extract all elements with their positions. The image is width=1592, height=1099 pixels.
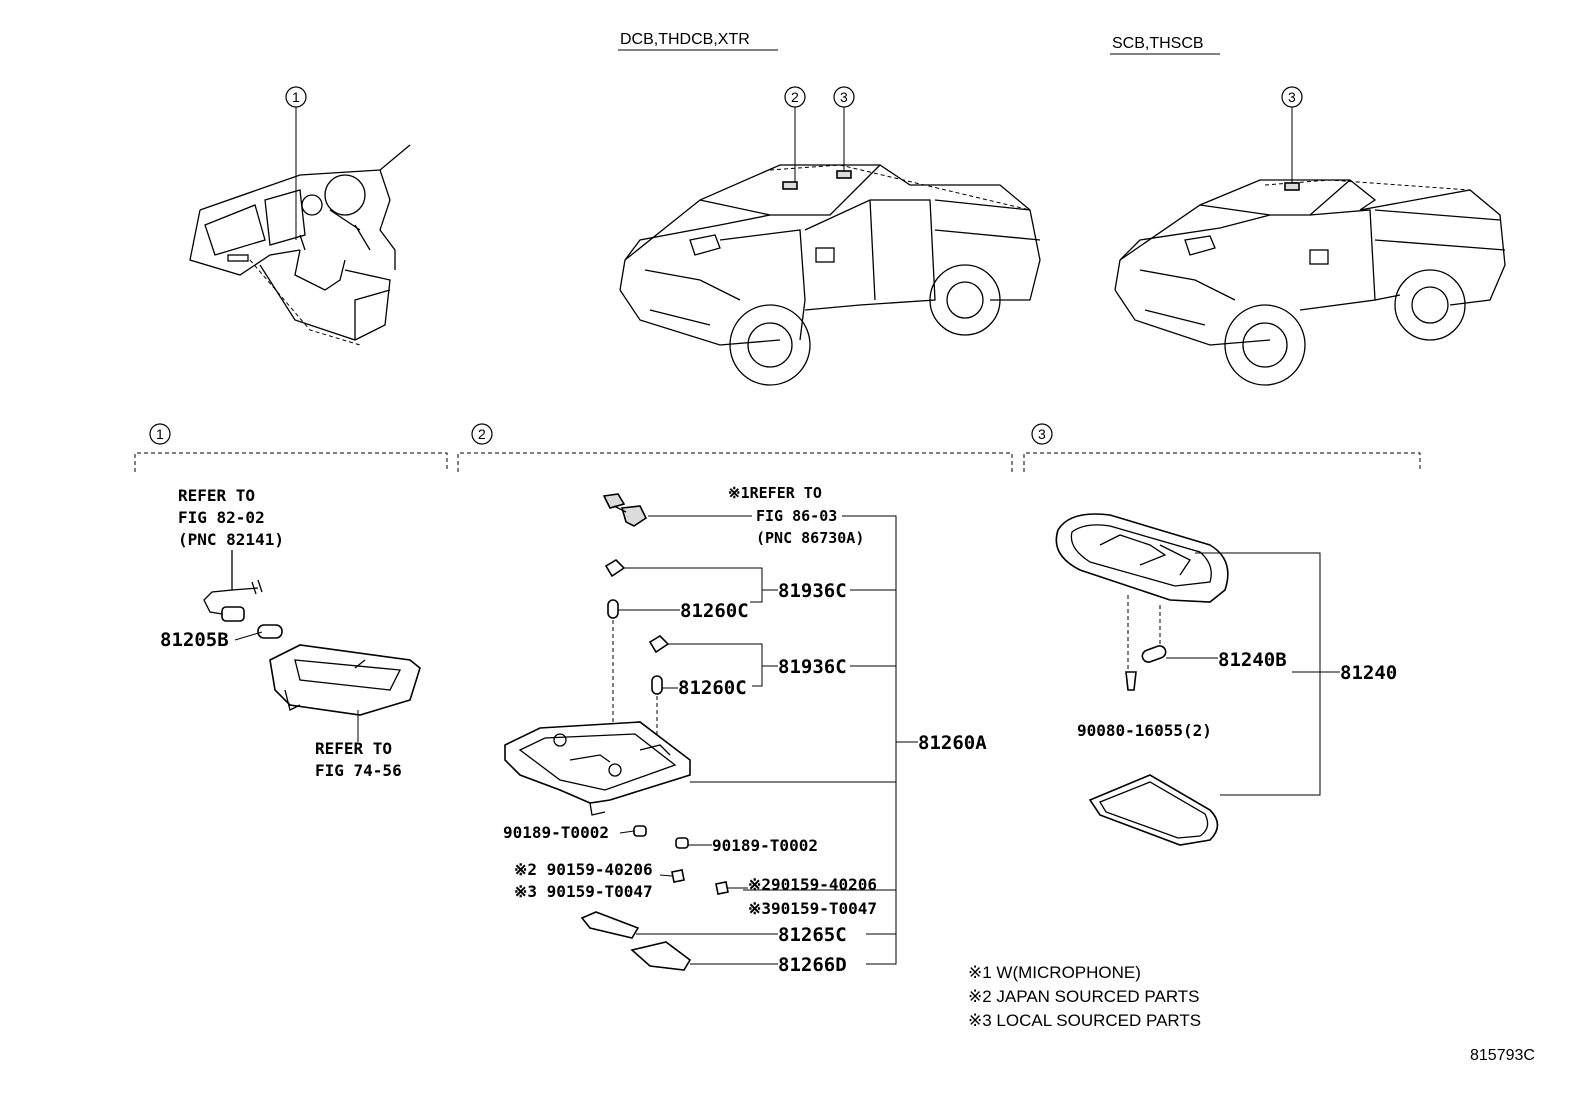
refer-fig-82-02-line2: FIG 82-02 [178,508,265,527]
refer-fig-74-56-line2: FIG 74-56 [315,761,402,780]
refer-fig-74-56-line1: REFER TO [315,739,392,758]
label-90159-40206-right[interactable]: ※290159-40206 [748,875,877,894]
label-90080-16055[interactable]: 90080-16055(2) [1077,721,1212,740]
screw-90159-right [715,881,729,895]
refer-fig-86-03-line1: ※1REFER TO [728,484,822,502]
label-90189-t0002-right[interactable]: 90189-T0002 [712,836,818,855]
section-1-marker [149,423,171,445]
section-3-marker [1031,423,1053,445]
lens-81240 [1088,774,1219,846]
lens-81266d [630,941,692,971]
header-dcb-thdcb-xtr: DCB,THDCB,XTR [620,31,750,48]
label-90159-t0047-right[interactable]: ※390159-T0047 [748,899,877,918]
note-3: ※3 LOCAL SOURCED PARTS [968,1011,1201,1030]
wire-socket [221,606,245,622]
bulb-81240b [1141,645,1167,663]
bulb-81260c-a [607,599,619,619]
screw-90159-left [671,869,685,883]
label-81260a[interactable]: 81260A [918,732,987,754]
refer-fig-86-03-line3: (PNC 86730A) [756,529,864,547]
header-scb-thscb: SCB,THSCB [1112,35,1204,52]
section-2-marker [471,423,493,445]
svg-text:2: 2 [791,89,799,105]
svg-text:3: 3 [1038,426,1046,442]
section-1-bracket [134,452,448,472]
label-81260c-b[interactable]: 81260C [678,677,747,699]
room-lamp-housing-81240 [1055,513,1229,603]
label-81260c-a[interactable]: 81260C [680,600,749,622]
figure-id: 815793C [1470,1047,1535,1064]
svg-text:1: 1 [292,89,300,105]
label-90189-t0002-left[interactable]: 90189-T0002 [503,823,609,842]
refer-fig-86-03-line2: FIG 86-03 [756,507,837,525]
section-3-bracket [1023,452,1421,472]
refer-fig-82-02-line3: (PNC 82141) [178,530,284,549]
lens-81936c-b [648,634,670,654]
note-1: ※1 W(MICROPHONE) [968,963,1141,982]
label-90159-40206-left[interactable]: ※2 90159-40206 [514,860,653,879]
lens-81265c [580,911,640,939]
label-81265c[interactable]: 81265C [778,924,847,946]
svg-text:1: 1 [156,426,164,442]
console-lamp-housing [269,644,421,716]
label-81936c-a[interactable]: 81936C [778,580,847,602]
bulb-81205b [257,624,283,639]
microphone-connector [602,493,648,527]
label-81240b[interactable]: 81240B [1218,649,1287,671]
label-90159-t0047-left[interactable]: ※3 90159-T0047 [514,882,653,901]
label-81936c-b[interactable]: 81936C [778,656,847,678]
dashboard-illustration [189,144,411,346]
map-lamp-housing-81260a [504,721,691,816]
clip-90189-left [633,825,647,837]
refer-fig-82-02-line1: REFER TO [178,486,255,505]
screw-90080 [1125,671,1137,691]
svg-text:3: 3 [1288,89,1296,105]
lens-81936c-a [604,558,626,578]
label-81266d[interactable]: 81266D [778,954,847,976]
label-81205b[interactable]: 81205B [160,629,229,651]
single-cab-truck-illustration [1114,179,1506,386]
clip-90189-right [675,837,689,849]
label-81240[interactable]: 81240 [1340,662,1397,684]
note-2: ※2 JAPAN SOURCED PARTS [968,987,1200,1006]
section-2-bracket [457,452,1013,472]
bulb-81260c-b [651,675,663,695]
svg-text:3: 3 [840,89,848,105]
double-cab-truck-illustration [619,164,1041,386]
svg-text:2: 2 [478,426,486,442]
